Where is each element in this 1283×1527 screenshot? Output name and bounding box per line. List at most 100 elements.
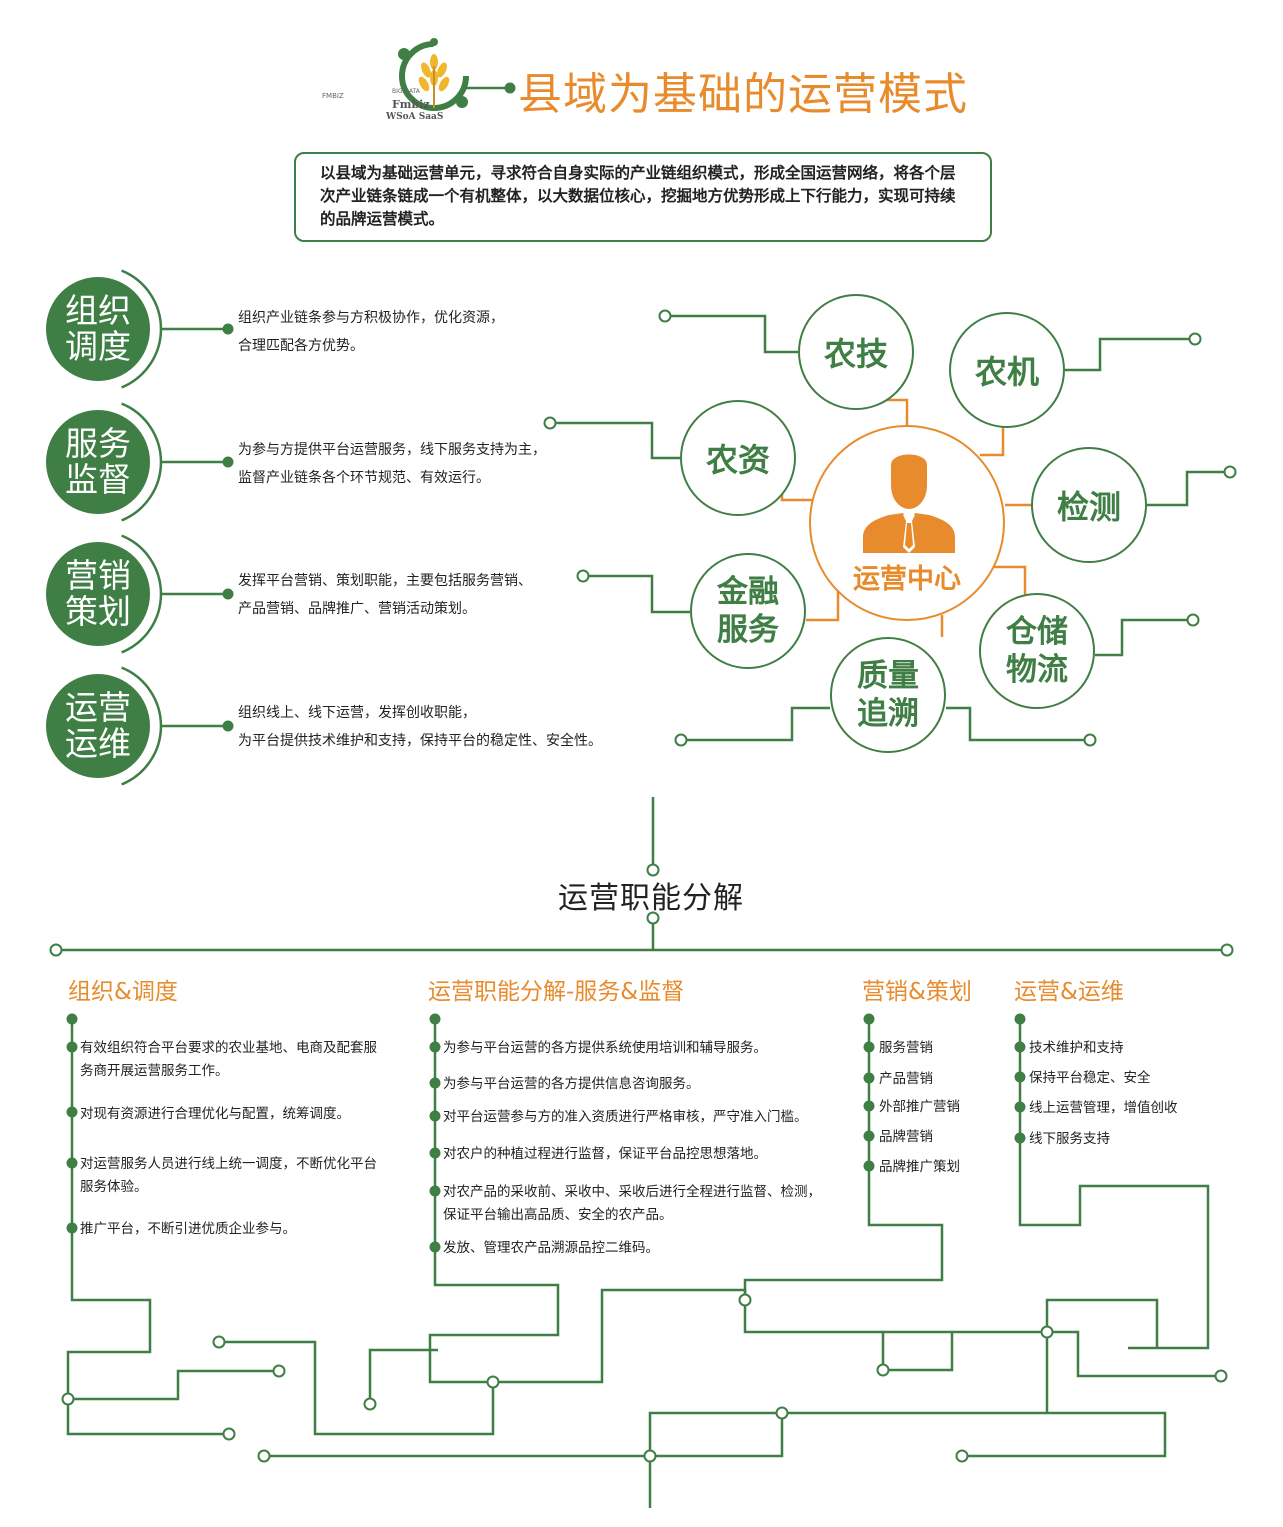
- hub-connector: [550, 421, 680, 460]
- connector-node-filled: [429, 1077, 441, 1089]
- connector-node: [257, 1449, 271, 1463]
- list-item: 发放、管理农产品溯源品控二维码。: [443, 1240, 659, 1256]
- column-spine: [1018, 1019, 1210, 1350]
- manager-icon: [863, 454, 955, 553]
- connector-node: [61, 1392, 75, 1406]
- operation-center-label: 运营中心: [853, 564, 961, 595]
- hub-connector: [1065, 337, 1195, 372]
- center-link: [980, 420, 1005, 457]
- connector-node: [272, 1364, 286, 1378]
- function-label-line1: 运营: [65, 688, 131, 727]
- connector-node-filled: [1014, 1101, 1026, 1113]
- connector-node-filled: [222, 720, 234, 732]
- function-desc-marketing: 发挥平台营销、策划职能，主要包括服务营销、 产品营销、品牌推广、营销活动策划。: [238, 567, 532, 623]
- center-link: [886, 398, 909, 425]
- function-label-line2: 调度: [65, 327, 131, 366]
- function-desc-service: 为参与方提供平台运营服务，线下服务支持为主， 监督产业链条各个环节规范、有效运行…: [238, 436, 546, 492]
- function-circle-operation: 运营 运维: [46, 674, 150, 778]
- hub-label-line2: 服务: [717, 612, 779, 648]
- connector-node-filled: [863, 1130, 875, 1142]
- wheat-logo-icon: [398, 38, 469, 111]
- list-item: 线下服务支持: [1029, 1131, 1110, 1147]
- list-item: 服务营销: [879, 1040, 933, 1056]
- connector-node-filled: [863, 1013, 875, 1025]
- hub-label-line2: 追溯: [857, 696, 919, 732]
- connector-node-filled: [66, 1106, 78, 1118]
- hub-logistics: 仓储 物流: [979, 593, 1095, 709]
- hub-connector: [583, 574, 690, 614]
- hub-connector: [946, 706, 1090, 742]
- intro-text: 以县域为基础运营单元，寻求符合自身实际的产业链组织模式，形成全国运营网络，将各个…: [320, 164, 956, 228]
- connector-node: [363, 1397, 377, 1411]
- list-item: 保证平台输出高品质、安全的农产品。: [443, 1207, 673, 1223]
- list-item: 推广平台，不断引进优质企业参与。: [80, 1221, 296, 1237]
- connector-node: [876, 1363, 890, 1377]
- list-item: 外部推广营销: [879, 1099, 960, 1115]
- list-item: 为参与平台运营的各方提供系统使用培训和辅导服务。: [443, 1040, 767, 1056]
- hub-label-line1: 仓储: [1006, 614, 1068, 650]
- connector-node-filled: [222, 456, 234, 468]
- connector-node-filled: [66, 1222, 78, 1234]
- desc-line: 为平台提供技术维护和支持，保持平台的稳定性、安全性。: [238, 733, 602, 749]
- logo-name: Fmbiz: [392, 98, 430, 111]
- connector-node-filled: [863, 1160, 875, 1172]
- list-item: 对农户的种植过程进行监督，保证平台品控思想落地。: [443, 1146, 767, 1162]
- list-item: 产品营销: [879, 1071, 933, 1087]
- list-item: 务商开展运营服务工作。: [80, 1063, 229, 1079]
- hub-traceability: 质量 追溯: [830, 637, 946, 753]
- connector-node: [674, 733, 688, 747]
- connector-node: [576, 569, 590, 583]
- hub-label: 农技: [823, 335, 888, 373]
- function-circle-organize: 组织 调度: [46, 277, 150, 381]
- list-item: 品牌营销: [879, 1129, 933, 1145]
- list-item: 对农产品的采收前、采收中、采收后进行全程进行监督、检测，: [443, 1184, 821, 1200]
- connector-node-filled: [66, 1013, 78, 1025]
- function-label-line2: 监督: [65, 460, 131, 499]
- circuit-line: [493, 1288, 747, 1384]
- connector-node: [1186, 613, 1200, 627]
- function-circle-service: 服务 监督: [46, 410, 150, 514]
- center-link: [990, 565, 1027, 600]
- list-item: 保持平台稳定、安全: [1029, 1070, 1151, 1086]
- hub-connector: [1147, 470, 1230, 507]
- connector-node-filled: [429, 1013, 441, 1025]
- connector-node: [49, 943, 63, 957]
- circuit-line: [881, 1298, 1159, 1370]
- column-title-marketing: 营销&策划: [862, 979, 972, 1005]
- list-item: 品牌推广策划: [879, 1159, 960, 1175]
- hub-agri-machinery: 农机: [949, 312, 1065, 428]
- connector-node-filled: [222, 323, 234, 335]
- desc-line: 监督产业链条各个环节规范、有效运行。: [238, 470, 490, 486]
- list-item: 线上运营管理，增值创收: [1029, 1100, 1178, 1116]
- connector-node-filled: [429, 1241, 441, 1253]
- hub-label: 农机: [974, 353, 1039, 391]
- connector-node: [646, 863, 660, 877]
- logo-tag-small: BIG DATA: [392, 88, 420, 95]
- connector-node: [658, 309, 672, 323]
- function-label-line1: 组织: [65, 291, 131, 330]
- hub-connector: [1095, 618, 1193, 657]
- connector-node: [738, 1293, 752, 1307]
- connector-node-filled: [1014, 1013, 1026, 1025]
- operation-center: 运营中心: [809, 425, 1005, 621]
- center-link: [806, 585, 840, 622]
- function-desc-organize: 组织产业链条参与方积极协作，优化资源， 合理匹配各方优势。: [238, 304, 504, 360]
- connector-node: [1214, 1369, 1228, 1383]
- function-label-line2: 策划: [65, 592, 131, 631]
- logo-brand-small: FMBIZ: [322, 92, 344, 100]
- function-circle-marketing: 营销 策划: [46, 542, 150, 646]
- function-label-line1: 服务: [65, 424, 131, 463]
- list-item: 有效组织符合平台要求的农业基地、电商及配套服: [80, 1040, 377, 1056]
- hub-agri-tech: 农技: [798, 294, 914, 410]
- hub-agri-supplies: 农资: [680, 400, 796, 516]
- hub-testing: 检测: [1031, 447, 1147, 563]
- connector-node: [1188, 332, 1202, 346]
- circuit-line: [219, 1340, 495, 1436]
- function-desc-operation: 组织线上、线下运营，发挥创收职能， 为平台提供技术维护和支持，保持平台的稳定性、…: [238, 699, 602, 755]
- column-spine: [66, 1019, 229, 1436]
- hub-label: 农资: [705, 441, 770, 479]
- function-label-line1: 营销: [65, 556, 131, 595]
- intro-box: 以县域为基础运营单元，寻求符合自身实际的产业链组织模式，形成全国运营网络，将各个…: [294, 152, 992, 242]
- column-title-organize: 组织&调度: [68, 979, 178, 1005]
